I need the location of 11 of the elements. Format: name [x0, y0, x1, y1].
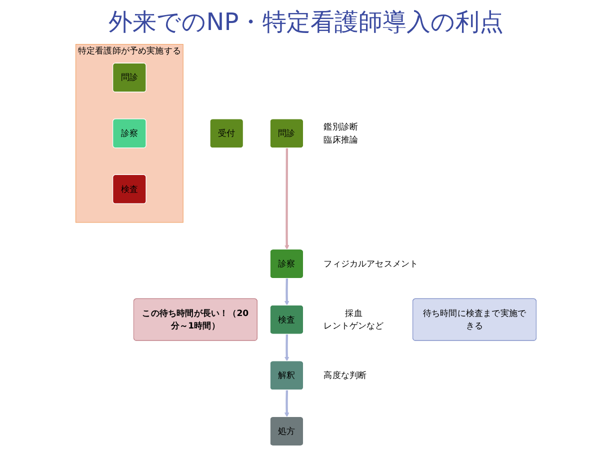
node-label: 採血 — [345, 308, 362, 318]
arrow — [284, 390, 290, 418]
node-label: 臨床推論 — [324, 134, 358, 145]
node-label: フィジカルアセスメント — [324, 258, 418, 269]
slide-title: 外来でのNP・特定看護師導入の利点 — [107, 7, 505, 38]
arrow — [284, 278, 290, 306]
node-label: レントゲンなど — [324, 320, 384, 331]
arrow — [284, 148, 290, 250]
node-label: 鑑別診断 — [324, 122, 358, 132]
arrow — [284, 334, 290, 362]
node-label: 高度な判断 — [324, 370, 367, 380]
